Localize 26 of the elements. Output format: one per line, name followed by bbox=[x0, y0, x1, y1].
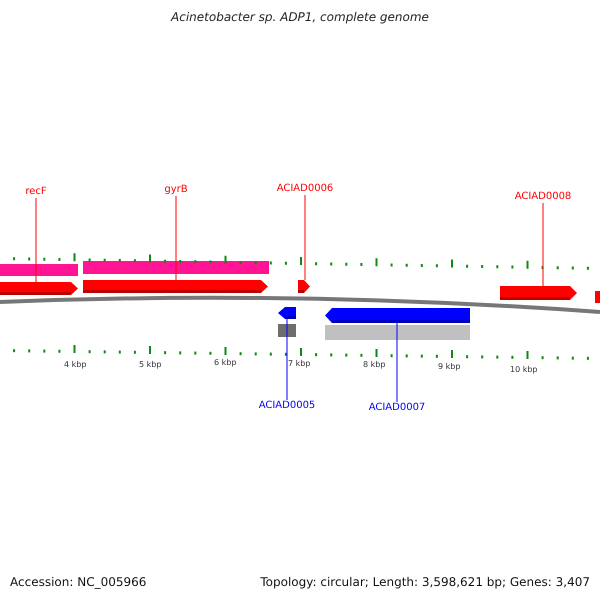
scale-label: 10 kbp bbox=[510, 365, 538, 375]
gene-feature bbox=[325, 308, 470, 323]
scale-label: 5 kbp bbox=[139, 360, 162, 370]
title: Acinetobacter sp. ADP1, complete genome bbox=[170, 10, 430, 24]
leader-line bbox=[542, 202, 544, 286]
gene-label: ACIAD0006 bbox=[270, 183, 340, 195]
gene-feature bbox=[83, 280, 268, 293]
gene-label: ACIAD0008 bbox=[508, 191, 578, 203]
gene-feature bbox=[298, 280, 310, 293]
gene-label: ACIAD0005 bbox=[252, 400, 322, 412]
gene-label: recF bbox=[6, 186, 66, 198]
leader-line bbox=[304, 194, 306, 280]
gene-feature bbox=[278, 307, 296, 319]
scale-label: 7 kbp bbox=[288, 359, 310, 369]
scale-label: 6 kbp bbox=[214, 358, 236, 368]
gene-label: gyrB bbox=[146, 184, 206, 196]
scale-label: 8 kbp bbox=[363, 360, 386, 370]
footer-text: Accession: NC_005966 bbox=[10, 575, 146, 589]
scale-label: 9 kbp bbox=[438, 362, 460, 372]
footer-text: Topology: circular; Length: 3,598,621 bp; Genes: 3,407 bbox=[260, 575, 590, 589]
gene-feature bbox=[0, 282, 78, 295]
gene-feature bbox=[500, 286, 577, 300]
leader-line bbox=[396, 322, 398, 402]
gene-label: ACIAD0007 bbox=[362, 402, 432, 414]
leader-line bbox=[286, 318, 288, 400]
scale-label: 4 kbp bbox=[64, 360, 86, 370]
